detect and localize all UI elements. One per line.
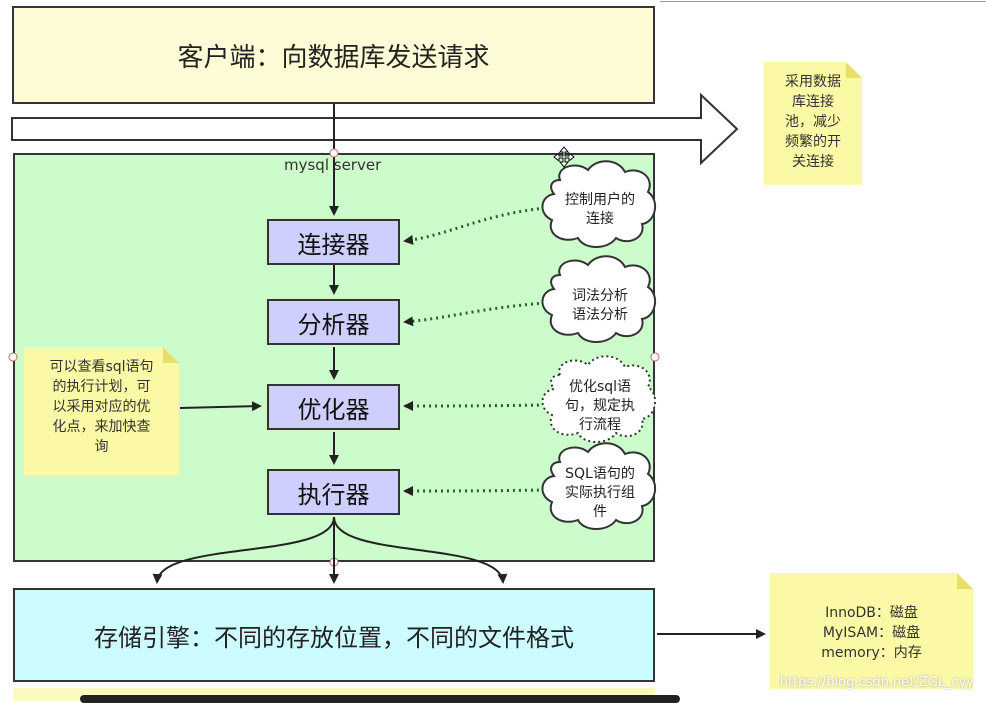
dotted-arrow-optimizer [403,400,546,411]
note-pool-line-4: 频繁的开 [785,134,841,150]
cloud-connector-line-2: 连接 [586,211,614,227]
arrow-executor-to-storage-right [333,516,508,584]
move-cursor-icon [553,146,575,168]
dotted-arrow-executor [403,485,546,496]
connector-component: 连接器 [267,219,400,265]
note-sql-line-2: 的执行计划，可 [52,379,151,395]
cloud-optimizer-line-3: 行流程 [579,416,621,433]
client-box: 客户端：向数据库发送请求 [12,6,655,104]
note-sql-line-5: 询 [94,439,109,455]
cloud-optimizer-line-1: 优化sql语 [568,378,632,395]
connection-handle-left [8,352,18,362]
note-pool-line-2: 库连接 [792,94,834,110]
cloud-connector [541,160,657,248]
cloud-optimizer-line-2: 句，规定执 [565,397,635,414]
cloud-executor-line-2: 实际执行组 [565,484,635,501]
cloud-executor-line-3: 件 [593,503,607,520]
big-flow-arrow [11,92,739,166]
cloud-executor-text: SQL语句的 实际执行组 件 [552,463,648,523]
note-connection-pool: 采用数据 库连接 池，减少 频繁的开 关连接 [764,62,862,185]
note-sql-line-1: 可以查看sql语句 [49,359,154,375]
cloud-analyzer-text: 词法分析 语法分析 [552,286,648,326]
analyzer-component: 分析器 [267,299,400,345]
note-storage-engines: InnoDB：磁盘 MyISAM：磁盘 memory：内存 [770,573,973,689]
cloud-analyzer [541,255,657,343]
note-pool-line-1: 采用数据 [785,74,841,90]
mysql-server-label: mysql server [284,156,382,174]
client-label: 客户端：向数据库发送请求 [177,42,490,73]
cloud-executor [541,442,657,530]
note-pool-line-5: 关连接 [792,154,834,170]
bottom-scrollbar[interactable] [80,695,680,703]
storage-label: 存储引擎：不同的存放位置，不同的文件格式 [94,623,574,652]
note-pool-line-3: 池，减少 [785,114,841,130]
note-engine-myisam: MyISAM：磁盘 [822,625,921,641]
cloud-executor-line-1: SQL语句的 [565,465,635,482]
watermark: https://blog.csdn.net/ZGL_cyy [779,675,974,690]
dotted-arrow-connector [403,206,546,245]
cloud-analyzer-line-2: 语法分析 [572,307,628,323]
storage-engine-box: 存储引擎：不同的存放位置，不同的文件格式 [13,588,655,682]
connection-handle-right [650,352,660,362]
note-sql-line-4: 化点，来加快查 [52,419,151,435]
note-sql-plan: 可以查看sql语句 的执行计划，可 以采用对应的优 化点，来加快查 询 [24,347,179,475]
note-sql-line-3: 以采用对应的优 [52,399,151,415]
executor-label: 执行器 [297,480,370,509]
connector-label: 连接器 [297,230,370,259]
top-border-line [660,1,986,2]
cloud-optimizer [541,355,657,443]
cloud-analyzer-line-1: 词法分析 [572,288,628,304]
arrow-sqlnote-to-optimizer [179,401,262,412]
connection-handle-top [329,148,339,158]
cloud-connector-text: 控制用户的 连接 [552,190,648,230]
note-engine-memory: memory：内存 [821,645,922,661]
optimizer-label: 优化器 [297,395,370,424]
cloud-optimizer-text: 优化sql语 句，规定执 行流程 [552,376,648,436]
dotted-arrow-analyzer [403,301,546,327]
note-engine-innodb: InnoDB：磁盘 [825,605,918,621]
arrow-executor-to-storage-left [152,516,335,584]
cloud-connector-line-1: 控制用户的 [565,192,635,208]
analyzer-label: 分析器 [297,310,370,339]
executor-component: 执行器 [267,469,400,515]
optimizer-component: 优化器 [267,384,400,430]
